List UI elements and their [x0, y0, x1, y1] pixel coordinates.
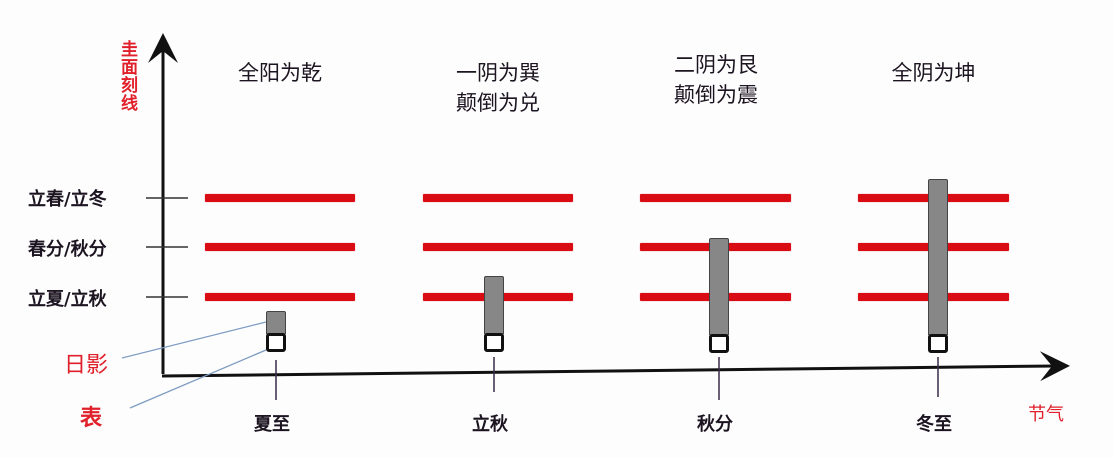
gnomon-box-icon — [928, 334, 948, 353]
group-title-line1: 一阴为巽 — [456, 61, 540, 85]
sun-shadow-bar — [484, 276, 504, 334]
group-title-line1: 二阴为艮 — [674, 53, 758, 77]
x-axis — [161, 351, 1070, 382]
group-title-line2: 颠倒为震 — [674, 83, 758, 107]
red-mark-line-2 — [205, 243, 355, 251]
y-level-label: 立夏/立秋 — [28, 289, 107, 310]
group-title-line1: 全阳为乾 — [238, 61, 322, 85]
x-label: 夏至 — [254, 414, 290, 435]
y-level-label: 立春/立冬 — [28, 189, 107, 210]
shadow-legend-label: 日影 — [64, 353, 109, 378]
gnomon-box-icon — [709, 334, 729, 353]
y-level-label: 春分/秋分 — [28, 239, 107, 260]
gnomon-box-icon — [484, 333, 504, 352]
sun-shadow-bar — [709, 238, 729, 335]
gnomon-box-icon — [266, 333, 286, 352]
red-mark-line-1 — [205, 194, 355, 202]
red-mark-line-3 — [205, 293, 355, 301]
group-title-line2: 颠倒为兑 — [456, 91, 540, 115]
x-axis-title: 节气 — [1028, 404, 1064, 425]
red-mark-line-1 — [423, 194, 573, 202]
x-label: 冬至 — [916, 414, 952, 435]
x-label: 秋分 — [697, 414, 733, 435]
gnomon-leader-line — [129, 349, 267, 409]
sun-shadow-bar — [928, 179, 948, 335]
gnomon-legend-label: 表 — [80, 406, 103, 431]
group-title-line1: 全阴为坤 — [891, 61, 976, 85]
sun-shadow-bar — [266, 311, 286, 334]
x-label: 立秋 — [472, 414, 508, 435]
red-mark-line-1 — [640, 194, 791, 202]
shadow-leader-line — [121, 321, 267, 359]
y-axis-title: 圭面刻线 — [117, 40, 137, 112]
red-mark-line-2 — [423, 243, 573, 251]
